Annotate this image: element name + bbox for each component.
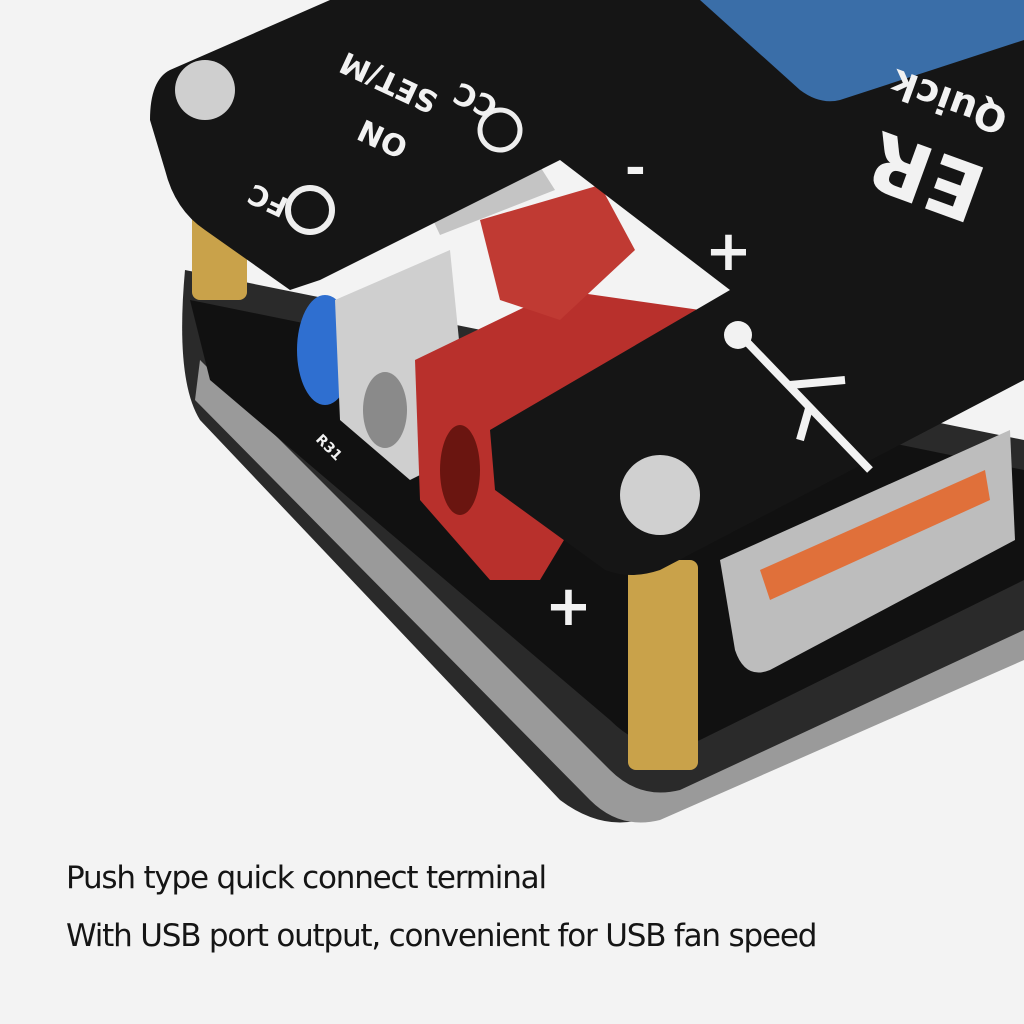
brass-standoff: [628, 560, 698, 770]
label-plus-bottom: +: [545, 574, 592, 639]
red-terminal-hole: [440, 425, 480, 515]
caption-line-1: Push type quick connect terminal: [66, 860, 547, 896]
indicator-led-hole: [477, 107, 523, 153]
lcd-screen: [700, 0, 1024, 102]
usb-port-insert: [760, 470, 990, 600]
label-minus: -: [625, 139, 646, 197]
usb-symbol-icon: [742, 337, 873, 473]
caption-line-2: With USB port output, convenient for USB…: [66, 918, 817, 954]
grey-terminal-hole: [363, 372, 407, 448]
usb-symbol-dot: [724, 321, 752, 349]
label-plus-top: +: [705, 219, 752, 284]
screw-icon: [620, 455, 700, 535]
screw-icon: [175, 60, 235, 120]
red-lever: [480, 185, 635, 320]
indicator-led-hole: [285, 185, 335, 235]
